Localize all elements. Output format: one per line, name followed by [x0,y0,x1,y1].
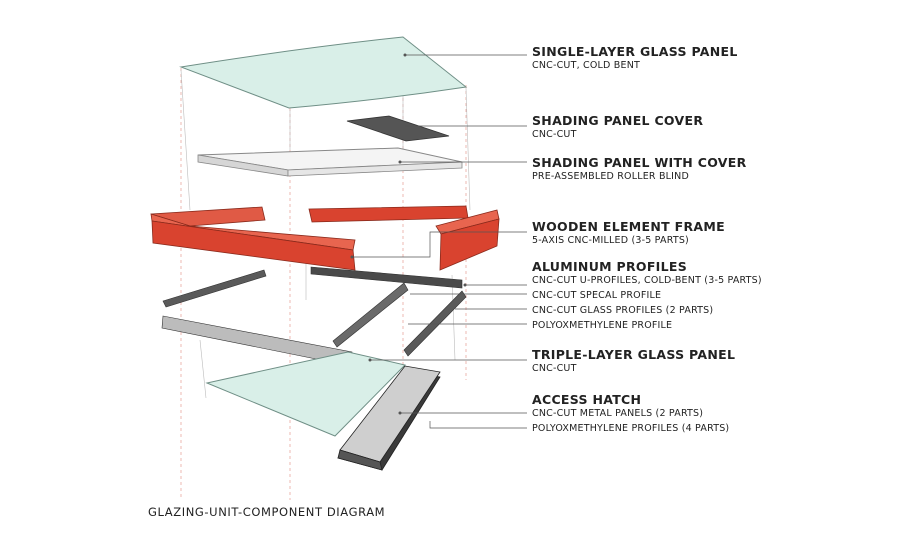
u-profile-back [310,266,463,289]
label-single-layer-glass-panel: SINGLE-LAYER GLASS PANEL CNC-CUT, COLD B… [532,44,738,72]
leader-line [429,421,527,429]
leader-line [352,231,527,258]
leader-dots [350,53,467,415]
triple-layer-glass-panel [205,351,406,437]
label-subtitle: CNC-CUT GLASS PROFILES (2 PARTS) [532,305,714,316]
label-title: SINGLE-LAYER GLASS PANEL [532,44,738,59]
leader-dot [398,160,402,164]
access-hatch [337,365,441,471]
label-access-hatch: ACCESS HATCH CNC-CUT METAL PANELS (2 PAR… [532,392,729,435]
assembly-outline [180,40,471,399]
label-title: SHADING PANEL COVER [532,113,704,128]
label-shading-panel-cover: SHADING PANEL COVER CNC-CUT [532,113,703,141]
label-title: ACCESS HATCH [532,392,642,407]
leader-dot [350,255,354,259]
label-subtitle: CNC-CUT, COLD BENT [532,60,640,71]
label-subtitle: CNC-CUT U-PROFILES, COLD-BENT (3-5 PARTS… [532,275,762,286]
label-title: ALUMINUM PROFILES [532,259,688,274]
shading-panel-cover [346,115,450,142]
leader-dot [403,53,407,57]
label-title: TRIPLE-LAYER GLASS PANEL [532,347,736,362]
glass-profile [403,290,467,357]
label-wooden-element-frame: WOODEN ELEMENT FRAME 5-AXIS CNC-MILLED (… [532,219,725,247]
leader-dot [368,358,372,362]
label-title: SHADING PANEL WITH COVER [532,155,747,170]
label-aluminum-profiles: ALUMINUM PROFILES CNC-CUT U-PROFILES, CO… [532,259,762,332]
leader-dot [463,283,467,287]
wooden-element-frame [150,205,500,271]
label-subtitle: CNC-CUT METAL PANELS (2 PARTS) [532,408,704,419]
frame-front-top [150,213,356,251]
frame-front-face [151,220,356,271]
label-subtitle: POLYOXMETHYLENE PROFILE [532,320,673,331]
label-subtitle: PRE-ASSEMBLED ROLLER BLIND [532,171,689,182]
label-title: WOODEN ELEMENT FRAME [532,219,725,234]
label-subtitle: CNC-CUT [532,129,577,140]
u-profile-left [162,269,267,308]
label-subtitle: CNC-CUT SPECAL PROFILE [532,290,662,301]
label-triple-layer-glass-panel: TRIPLE-LAYER GLASS PANEL CNC-CUT [532,347,735,375]
shading-panel-front [287,161,463,177]
label-shading-panel-with-cover: SHADING PANEL WITH COVER PRE-ASSEMBLED R… [532,155,747,183]
diagram-caption: GLAZING-UNIT-COMPONENT DIAGRAM [148,505,386,519]
frame-back-right [308,205,469,223]
single-layer-glass-panel [179,36,468,109]
special-profile [332,282,409,348]
leader-dot [398,411,402,415]
label-subtitle: CNC-CUT [532,363,577,374]
label-subtitle: 5-AXIS CNC-MILLED (3-5 PARTS) [532,235,689,246]
outline-line [180,40,471,211]
leader-lines [352,54,527,429]
label-subtitle: POLYOXMETHYLENE PROFILES (4 PARTS) [532,423,730,434]
aluminum-profiles [161,266,467,367]
hatch-edge [337,449,383,471]
